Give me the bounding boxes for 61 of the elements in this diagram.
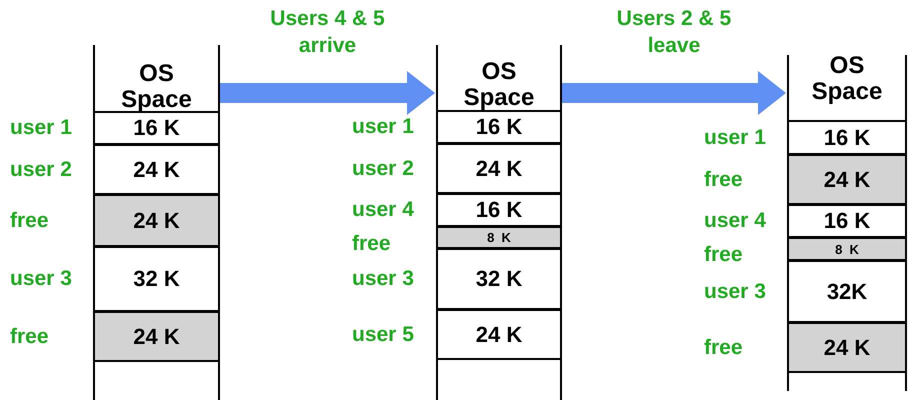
free-memory-block [95, 311, 218, 362]
block-size: 24 K [133, 156, 180, 182]
block-owner-label: free [704, 243, 743, 267]
memory-column [787, 55, 907, 391]
block-size: 24 K [476, 322, 522, 348]
memory-block [438, 309, 560, 360]
block-owner-label: user 5 [352, 322, 414, 346]
block-owner-label: free [704, 168, 743, 192]
block-size: 24 K [476, 156, 522, 182]
edge-label: Users 4 & 5 arrive [269, 6, 386, 59]
edge-label: Users 2 & 5 leave [616, 6, 732, 59]
column-heading: OS Space [120, 61, 193, 113]
memory-block [438, 143, 560, 194]
memory-block [95, 246, 218, 312]
block-owner-label: user 1 [10, 116, 72, 140]
free-memory-block [95, 194, 218, 247]
block-size: 16 K [476, 197, 522, 223]
block-size: 32 K [133, 266, 180, 292]
block-owner-label: user 2 [352, 156, 414, 180]
block-size: 8 K [487, 230, 511, 245]
block-size: 16 K [824, 124, 870, 150]
block-size: 16 K [133, 115, 180, 141]
block-owner-label: free [10, 324, 49, 348]
memory-block [789, 260, 905, 323]
block-owner-label: user 4 [704, 209, 766, 233]
block-arrow [562, 71, 786, 115]
block-owner-label: free [352, 232, 391, 256]
memory-block [438, 193, 560, 227]
memory-block [438, 110, 560, 144]
block-size: 24 K [133, 324, 180, 350]
free-memory-block [789, 237, 905, 261]
block-size: 16 K [476, 114, 522, 140]
memory-block [95, 111, 218, 145]
block-size: 24 K [824, 166, 870, 192]
memory-block [95, 144, 218, 195]
block-owner-label: user 1 [704, 126, 766, 150]
free-memory-block [438, 226, 560, 249]
block-owner-label: user 4 [352, 198, 414, 222]
free-memory-block [789, 322, 905, 373]
memory-block [789, 204, 905, 238]
block-owner-label: user 1 [352, 115, 414, 139]
block-owner-label: user 2 [10, 158, 72, 182]
block-owner-label: free [704, 336, 743, 360]
memory-block [438, 248, 560, 310]
column-heading: OS Space [462, 59, 536, 111]
memory-block [789, 120, 905, 155]
block-size: 8 K [835, 242, 859, 256]
memory-column [93, 45, 220, 400]
memory-column [436, 45, 562, 400]
column-heading: OS Space [810, 53, 884, 105]
block-owner-label: user 3 [352, 267, 414, 291]
block-size: 24 K [824, 334, 870, 360]
block-size: 24 K [133, 208, 180, 234]
block-owner-label: user 3 [704, 280, 766, 304]
block-size: 32 K [476, 266, 522, 292]
block-arrow [220, 71, 435, 115]
block-owner-label: free [10, 208, 49, 232]
block-size: 16 K [824, 208, 870, 234]
block-size: 32K [826, 278, 868, 304]
free-memory-block [789, 154, 905, 205]
block-owner-label: user 3 [10, 267, 72, 291]
